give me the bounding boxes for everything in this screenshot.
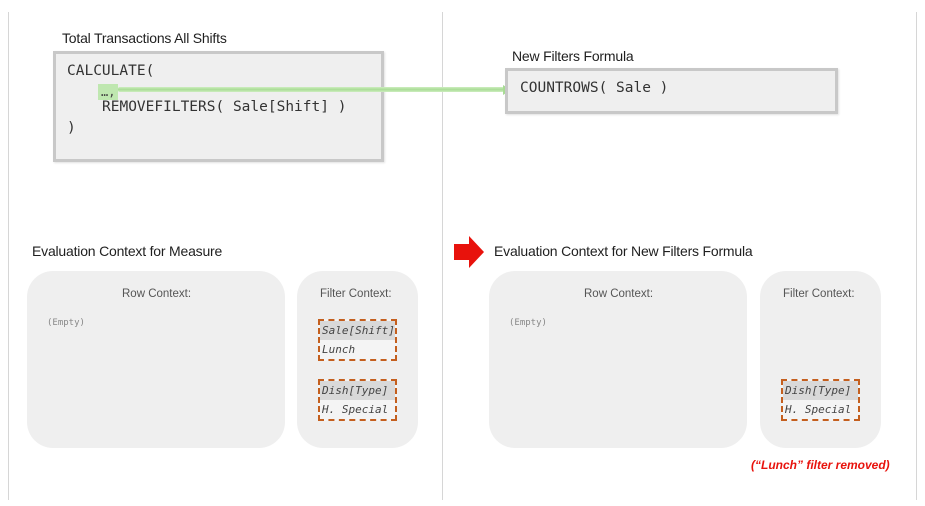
filter-context-label: Filter Context: [783, 288, 855, 300]
filter-column: Sale[Shift] [320, 321, 395, 340]
filter-value: H. Special [785, 403, 852, 416]
filter-value: Lunch [322, 343, 356, 356]
right-row-context-panel: Row Context: (Empty) [489, 271, 747, 448]
filter-column: Dish[Type] [320, 381, 395, 400]
red-arrow-icon [454, 236, 484, 268]
left-code-box: CALCULATE( …, REMOVEFILTERS( Sale[Shift]… [53, 51, 384, 162]
right-code-box: COUNTROWS( Sale ) [505, 68, 838, 114]
right-eval-title: Evaluation Context for New Filters Formu… [494, 243, 753, 259]
code-line-removefilters: REMOVEFILTERS( Sale[Shift] ) [102, 99, 347, 115]
filter-chip-shift: Sale[Shift] Lunch [318, 319, 397, 361]
filter-chip-type: Dish[Type] H. Special [318, 379, 397, 421]
lunch-filter-removed-note: (“Lunch” filter removed) [751, 458, 890, 472]
row-context-empty: (Empty) [509, 318, 547, 328]
code-ellipsis: …, [98, 84, 119, 100]
left-filter-context-panel: Filter Context: Sale[Shift] Lunch Dish[T… [297, 271, 418, 448]
code-line-close: ) [67, 120, 76, 136]
left-eval-title: Evaluation Context for Measure [32, 243, 223, 259]
divider-center [442, 12, 443, 500]
code-line-calculate: CALCULATE( [67, 63, 155, 79]
filter-column: Dish[Type] [783, 381, 858, 400]
filter-context-label: Filter Context: [320, 288, 392, 300]
connector-line [118, 87, 504, 92]
right-formula-title: New Filters Formula [512, 48, 634, 64]
right-filter-context-panel: Filter Context: Dish[Type] H. Special [760, 271, 881, 448]
left-row-context-panel: Row Context: (Empty) [27, 271, 285, 448]
divider-left [8, 12, 9, 500]
row-context-label: Row Context: [122, 288, 192, 300]
code-line-countrows: COUNTROWS( Sale ) [520, 80, 669, 96]
divider-right [916, 12, 917, 500]
filter-chip-type: Dish[Type] H. Special [781, 379, 860, 421]
left-formula-title: Total Transactions All Shifts [62, 30, 227, 46]
row-context-empty: (Empty) [47, 318, 85, 328]
filter-value: H. Special [322, 403, 389, 416]
row-context-label: Row Context: [584, 288, 654, 300]
